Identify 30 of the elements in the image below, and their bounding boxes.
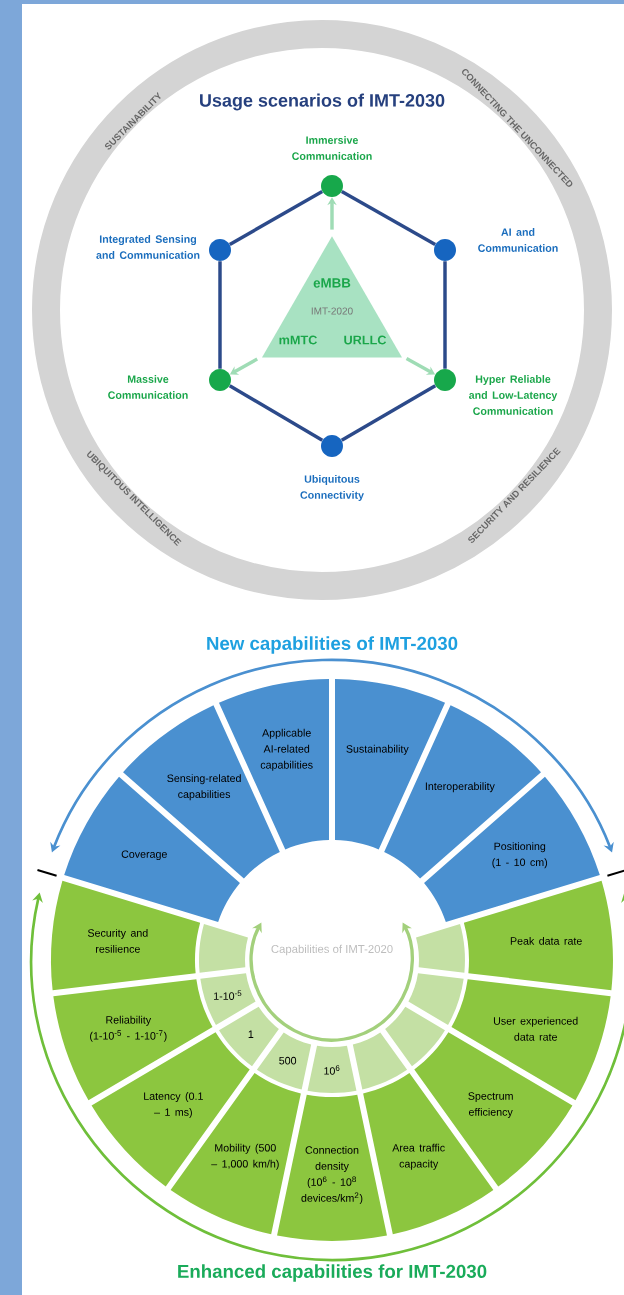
- value-cell: 1: [219, 1006, 279, 1067]
- triangle-label: mMTC: [279, 335, 317, 345]
- node-label: Peak data rate: [510, 936, 582, 945]
- heading: Enhanced capabilities for IMT-2030: [178, 1264, 487, 1282]
- capability-sector: Peak data rate: [463, 880, 613, 991]
- connector-line: [340, 190, 437, 246]
- arc-label: Capabilities of IMT-2020: [271, 944, 393, 956]
- triangle-label: URLLC: [344, 335, 387, 345]
- diagram-title: Usage scenarios of IMT-2030: [200, 93, 445, 111]
- value-cell: 1-10$^{-5}$: [200, 973, 256, 1025]
- node-label: Coverage: [121, 850, 167, 861]
- scenario-label: Massive Communication: [108, 375, 188, 399]
- scenario-label: Immersive Communication: [292, 136, 372, 160]
- connector-line: [340, 384, 437, 442]
- triangle-label: eMBB: [313, 278, 351, 288]
- node-label: Security and resilience: [87, 928, 148, 953]
- connector-line: [218, 261, 222, 369]
- capability-sector: Security and resilience: [51, 880, 201, 991]
- heading: New capabilities of IMT-2030: [207, 636, 458, 654]
- triangle-label: IMT-2020: [311, 307, 353, 315]
- node-label: Connection density (10$^{6}$ - 10$^{8}$ devices/km$^{2}$): [301, 1146, 363, 1204]
- scenario-label: AI and Communication: [478, 228, 558, 252]
- connector-line: [228, 384, 324, 442]
- connector-line: [228, 190, 324, 246]
- value-cell: 500: [256, 1032, 312, 1090]
- scenario-label: Hyper Reliable and Low-Latency Communication: [469, 375, 558, 415]
- scenario-label: Ubiquitous Connectivity: [300, 475, 364, 501]
- connector-line: [443, 261, 447, 369]
- scenario-label: Integrated Sensing and Communication: [96, 235, 200, 259]
- value-cell: 10$^{6}$: [307, 1045, 357, 1093]
